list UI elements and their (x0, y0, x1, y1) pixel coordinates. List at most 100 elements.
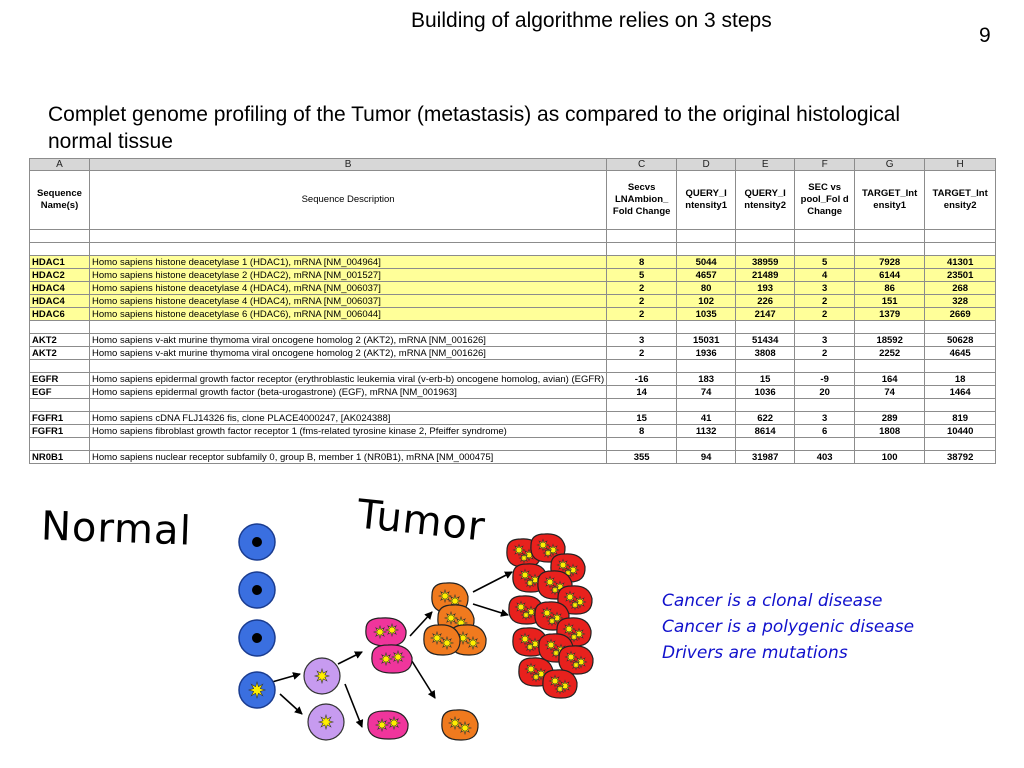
column-header: Secvs LNAmbion_ Fold Change (606, 170, 678, 230)
value-cell: 5 (606, 268, 678, 282)
mutation-star (429, 630, 445, 646)
mutation-star (386, 715, 402, 731)
mutation-star (313, 667, 331, 685)
blank-row (29, 398, 997, 412)
mutation-star (554, 683, 566, 695)
mutation-star (568, 631, 580, 643)
mutation-star (317, 713, 335, 731)
arrow (279, 693, 303, 715)
normal-cell (238, 571, 276, 609)
mutation-star (556, 558, 570, 572)
value-cell: 226 (735, 294, 796, 308)
arrow (472, 571, 513, 593)
mutation-star (562, 622, 576, 636)
normal-cell (238, 619, 276, 657)
mutation-star (530, 671, 542, 683)
mutation-star (518, 632, 532, 646)
column-letter: C (606, 158, 678, 171)
value-cell: 328 (924, 294, 997, 308)
mutation-star (569, 599, 581, 611)
value-cell: 2669 (924, 307, 997, 321)
mutation-star (457, 720, 473, 736)
description-cell: Homo sapiens histone deacetylase 4 (HDAC… (88, 281, 608, 295)
gene-symbol-cell: HDAC1 (29, 255, 90, 269)
cell-nucleus (252, 585, 262, 595)
mutation-star (524, 577, 536, 589)
mutation-star (540, 606, 554, 620)
orange-cell (423, 624, 461, 656)
column-header: SEC vs pool_Fol d Change (794, 170, 856, 230)
mutation-star (518, 552, 530, 564)
mutation-star (536, 538, 550, 552)
value-cell: 2 (606, 281, 678, 295)
column-letter: B (88, 158, 608, 171)
mutation-star (443, 610, 459, 626)
description-cell: Homo sapiens histone deacetylase 1 (HDAC… (88, 255, 608, 269)
mutation-star (512, 543, 526, 557)
value-cell: 38792 (924, 450, 997, 464)
precursor-cell (307, 703, 345, 741)
mutation-star (437, 588, 453, 604)
value-cell: 1035 (676, 307, 737, 321)
cell-body (441, 709, 479, 741)
mutation-star (390, 649, 406, 665)
description-cell: Homo sapiens nuclear receptor subfamily … (88, 450, 608, 464)
slide-title: Building of algorithme relies on 3 steps (411, 9, 772, 32)
mutation-star (543, 575, 557, 589)
arrow (344, 683, 364, 728)
arrow (271, 672, 301, 683)
mutation-star (447, 715, 463, 731)
mutation-star (439, 635, 455, 651)
value-cell: 86 (854, 281, 926, 295)
red-tumor-cell (558, 645, 594, 675)
cells (238, 523, 594, 741)
mutation-star (570, 659, 582, 671)
first-mutated-cell (238, 671, 276, 709)
column-letter: D (676, 158, 737, 171)
mutation-star (247, 680, 267, 700)
magenta-cell (365, 617, 407, 647)
value-cell: 1379 (854, 307, 926, 321)
slide-subtitle: Complet genome profiling of the Tumor (m… (48, 103, 901, 153)
cell-nucleus (252, 537, 262, 547)
value-cell: 3 (794, 281, 856, 295)
value-cell: 5 (794, 255, 856, 269)
note-polygenic: Cancer is a polygenic disease (662, 617, 915, 637)
mutation-star (372, 624, 388, 640)
value-cell: 2 (606, 307, 678, 321)
column-header: TARGET_Int ensity1 (854, 170, 926, 230)
mutation-star (514, 600, 528, 614)
slide-number: 9 (979, 24, 991, 47)
mutation-star (524, 662, 538, 676)
value-cell: 38959 (735, 255, 796, 269)
blank-row (29, 229, 997, 243)
normal-cell (238, 523, 276, 561)
value-cell: 4 (794, 268, 856, 282)
mutation-star (384, 622, 400, 638)
mutation-star (563, 590, 577, 604)
gene-symbol-cell: HDAC4 (29, 294, 90, 308)
mutation-star (546, 615, 558, 627)
notes: Cancer is a clonal disease Cancer is a p… (662, 588, 914, 666)
column-header: QUERY_I ntensity2 (735, 170, 796, 230)
column-header: TARGET_Int ensity2 (924, 170, 997, 230)
value-cell: 268 (924, 281, 997, 295)
mutation-star (542, 547, 554, 559)
precursor-cell (303, 657, 341, 695)
description-cell: Homo sapiens histone deacetylase 4 (HDAC… (88, 294, 608, 308)
arrow (472, 603, 509, 617)
mutation-star (544, 638, 558, 652)
gene-symbol-cell: HDAC2 (29, 268, 90, 282)
mutation-star (378, 651, 394, 667)
value-cell: 102 (676, 294, 737, 308)
